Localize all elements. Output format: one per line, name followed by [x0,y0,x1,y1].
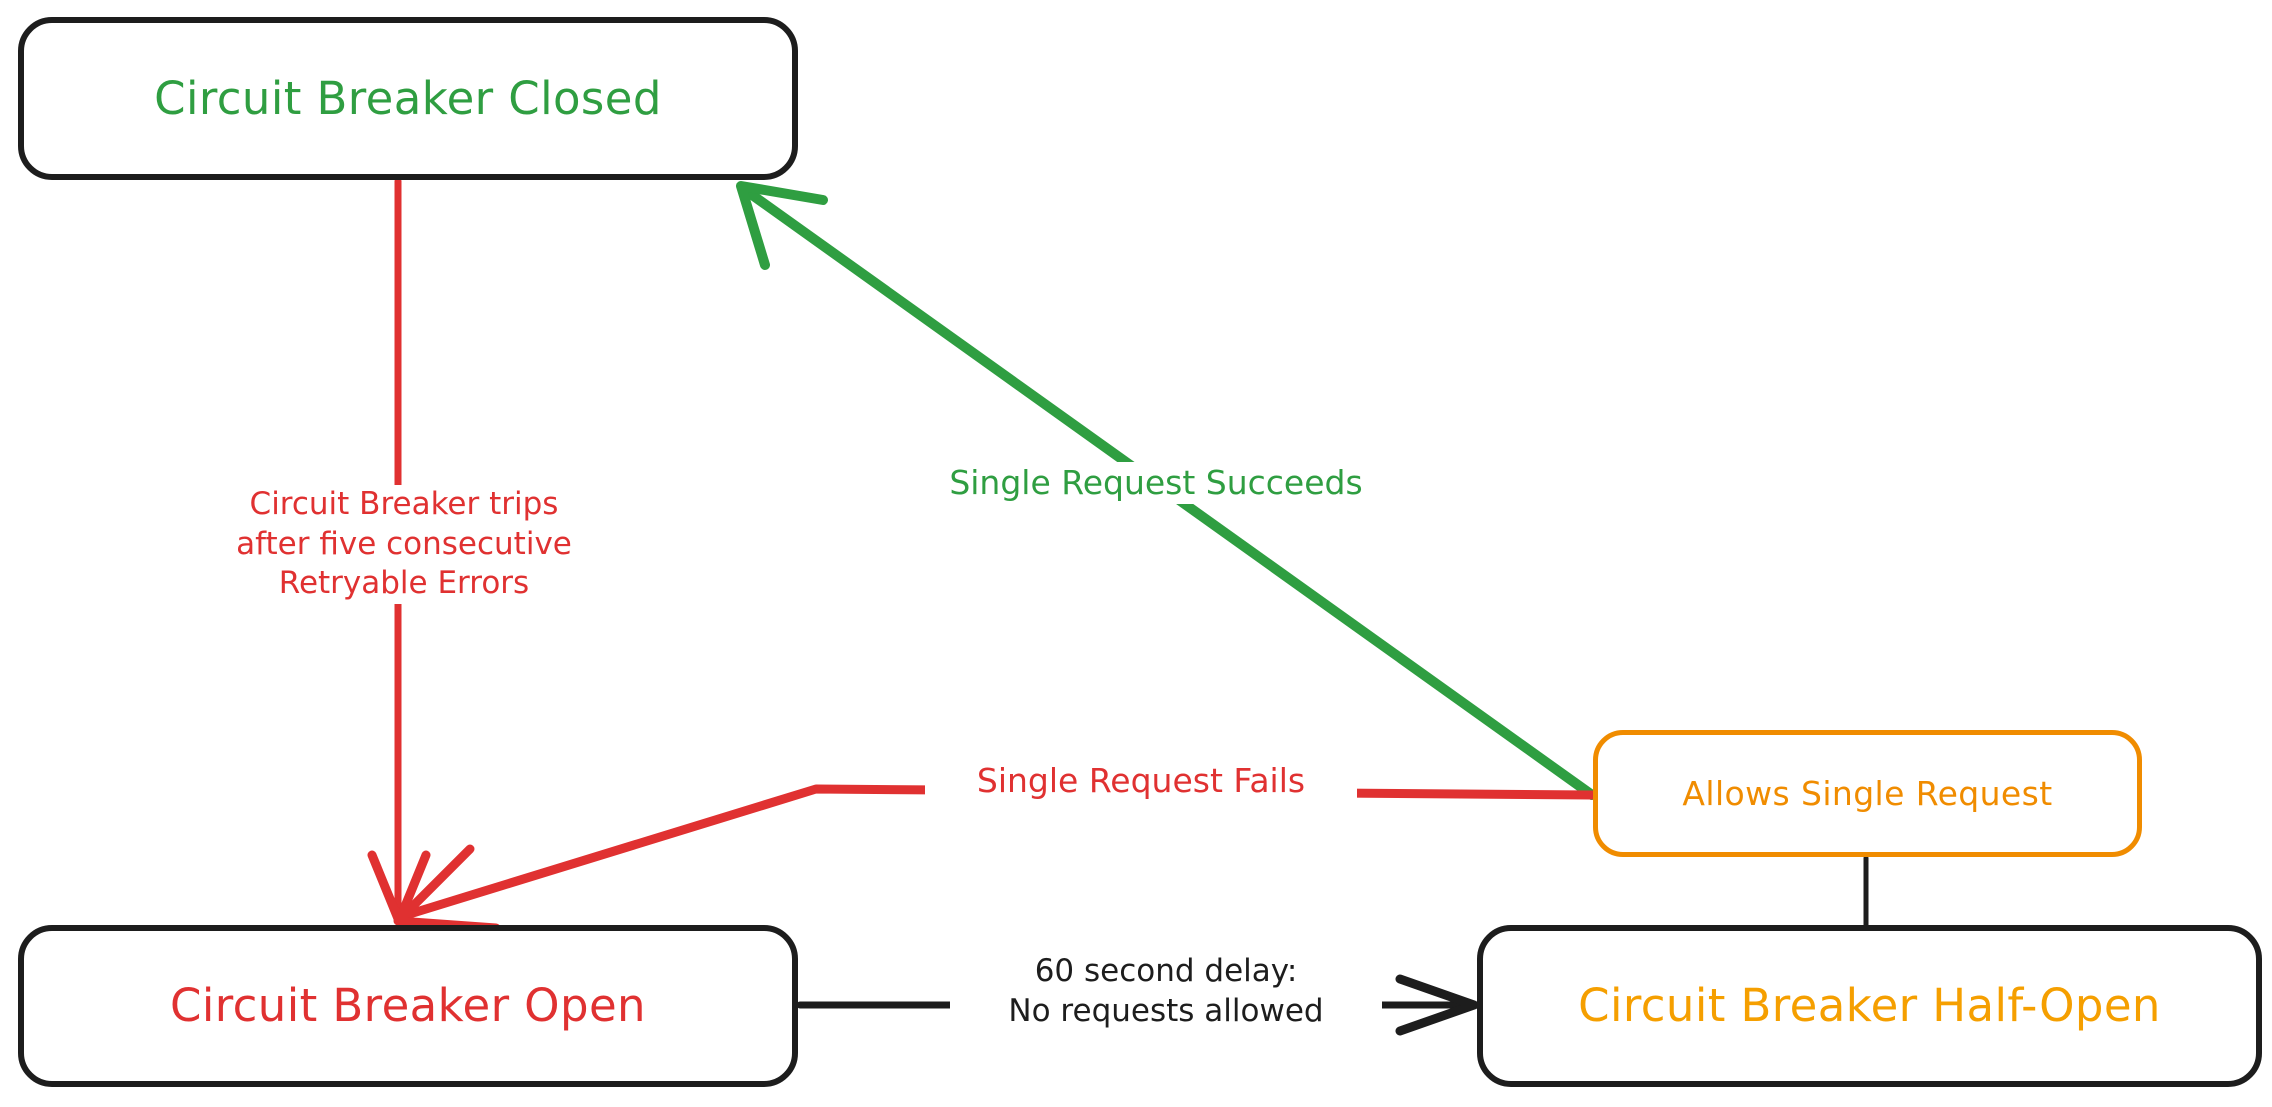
state-node-label-closed: Circuit Breaker Closed [154,71,662,125]
state-node-circuit-breaker-closed[interactable]: Circuit Breaker Closed [18,17,798,180]
edge-label-single-request-fails: Single Request Fails [925,760,1357,803]
edge-allows-to-open [393,784,1597,933]
edge-label-single-request-succeeds: Single Request Succeeds [905,462,1407,505]
state-node-allows-single-request[interactable]: Allows Single Request [1593,730,2142,857]
edge-label-line-2: after five consecutive [236,525,572,562]
state-node-circuit-breaker-open[interactable]: Circuit Breaker Open [18,925,798,1087]
edge-label-line-1: Circuit Breaker trips [249,486,559,522]
state-node-circuit-breaker-half-open[interactable]: Circuit Breaker Half-Open [1477,925,2262,1087]
edge-label-line-2: No requests allowed [1008,992,1324,1029]
edge-label-line-1: Single Request Succeeds [949,463,1363,502]
state-node-label-allows-single-request: Allows Single Request [1682,773,2053,813]
edge-label-sixty-second-delay: 60 second delay: No requests allowed [950,952,1382,1032]
state-node-label-half-open: Circuit Breaker Half-Open [1578,979,2161,1033]
edge-label-line-3: Retryable Errors [278,565,530,602]
edge-label-circuit-breaker-trips: Circuit Breaker trips after five consecu… [148,485,660,605]
state-node-label-open: Circuit Breaker Open [170,979,646,1033]
edge-label-line-1: 60 second delay: [1034,953,1298,989]
edge-label-line-1: Single Request Fails [976,761,1306,800]
